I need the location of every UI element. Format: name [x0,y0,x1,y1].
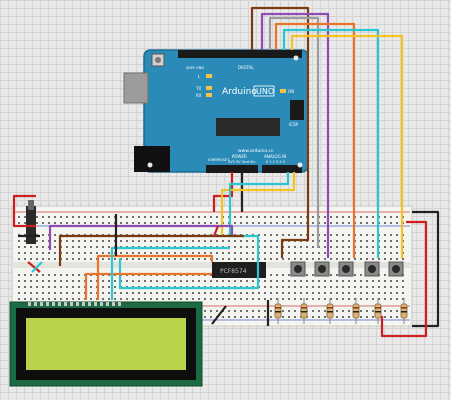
arduino-board: Arduino UNO www.arduino.cc DIGITAL AREF … [123,49,309,173]
resistors [274,298,408,324]
wire-cyan-d9 [282,28,380,258]
digital-header [178,50,302,58]
wire-yellow-a4 [220,172,296,236]
wire-orange-lcd-1 [84,272,212,300]
label-rx: RX [196,93,202,98]
wires [12,6,440,338]
wire-cyan-lcd [110,246,230,300]
wire-gray-d11 [268,16,320,248]
wire-purple-d12 [260,12,330,258]
chip-label: PCF8574 [220,268,247,275]
wire-purple-lcd [48,224,234,250]
wire-black-bottom-1 [211,305,227,325]
potentiometer [26,200,36,244]
led-l [206,74,212,78]
led-rx [206,93,212,97]
push-buttons [290,261,404,277]
arduino-model-text: UNO [256,87,274,96]
label-icsp: ICSP [289,122,299,127]
wire-orange-lcd-2 [96,254,214,300]
mcu-chip [216,118,280,136]
power-jack [134,146,170,172]
arduino-logo-text: Arduino [222,87,257,97]
label-gnd: GND [196,66,204,70]
lcd-pins [28,302,121,306]
label-tx: TX [195,86,201,91]
arduino-website: www.arduino.cc [238,148,274,154]
label-power: POWER [232,154,247,159]
label-power-pins: 3V3 5V Gnd Vin [228,160,255,164]
lcd-screen [26,318,186,370]
wire-red-right [380,220,428,338]
icsp-header [290,100,304,120]
power-header [206,165,258,173]
wire-red-lcd [27,261,41,273]
label-digital: DIGITAL [238,65,254,70]
wire-brown-d13 [250,6,310,258]
label-analog: ANALOG IN [264,154,286,159]
label-reset: RESET [218,158,230,162]
led-tx [206,86,212,90]
shift-register-chip: PCF8574 [212,262,266,278]
wire-brown-lcd [58,234,244,266]
wire-red-bottom [212,225,220,237]
label-on: ON [288,89,294,94]
wire-red-pot [12,194,36,228]
label-analog-pins: 0 1 2 3 4 5 [266,160,285,164]
wire-orange-d10 [274,22,356,258]
led-on [280,89,286,93]
analog-header [262,165,302,173]
lcd-module [9,301,203,387]
label-ioref: IOREF [208,158,218,162]
label-l: L [198,74,201,79]
wire-yellow-d8 [290,34,404,258]
label-aref: AREF [186,66,195,70]
usb-port [123,72,149,104]
wire-cyan-lcd-2 [31,261,43,273]
